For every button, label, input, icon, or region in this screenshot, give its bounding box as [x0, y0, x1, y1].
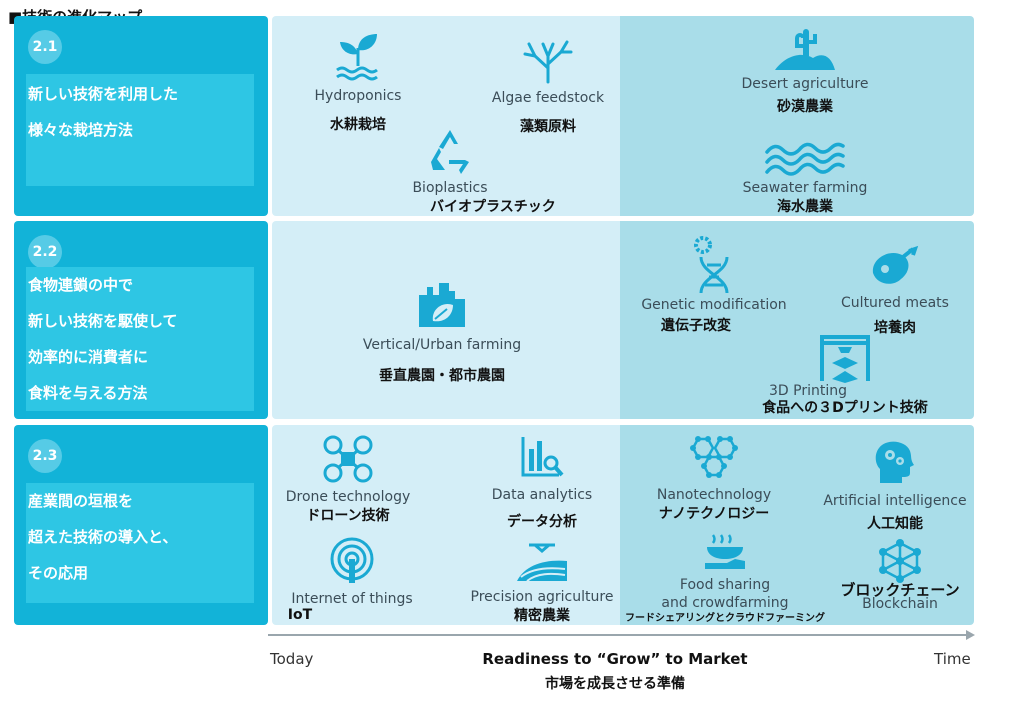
- item-genetic-modification: Genetic modification 遺伝子改変: [626, 233, 802, 335]
- row-label-box: 2.2 食物連鎖の中で 新しい技術を駆使して 効率的に消費者に 食料を与える方法: [14, 221, 268, 419]
- row-label-text: 食物連鎖の中で 新しい技術を駆使して 効率的に消費者に 食料を与える方法: [26, 267, 254, 411]
- item-nanotechnology: Nanotechnology ナノテクノロジー: [634, 435, 794, 523]
- item-precision-agriculture: Precision agriculture 精密農業: [460, 541, 624, 625]
- ham-icon: [872, 245, 919, 284]
- item-food-sharing: Food sharing and crowdfarming フードシェアリングと…: [620, 531, 830, 624]
- item-internet-of-things: Internet of things IoT: [282, 537, 422, 623]
- cactus-icon: [775, 29, 835, 70]
- zone-long-term: Genetic modification 遺伝子改変 Cultured meat…: [620, 221, 974, 419]
- zone-near-term: Hydroponics 水耕栽培 Algae feedstock 藻類原料: [272, 16, 620, 216]
- axis-subtitle: 市場を成長させる準備: [545, 676, 685, 692]
- item-artificial-intelligence: Artificial intelligence 人工知能: [816, 439, 974, 533]
- hexagon-network-icon: [690, 436, 738, 478]
- drone-icon: [323, 435, 373, 483]
- waves-icon: [765, 142, 845, 176]
- row-2-2: 2.2 食物連鎖の中で 新しい技術を駆使して 効率的に消費者に 食料を与える方法…: [14, 221, 974, 419]
- row-number-badge: 2.2: [28, 235, 62, 269]
- item-bioplastics: Bioplastics バイオプラスチック: [370, 126, 556, 216]
- item-hydroponics: Hydroponics 水耕栽培: [288, 28, 428, 134]
- zone-long-term: Nanotechnology ナノテクノロジー Artificial intel…: [620, 425, 974, 625]
- axis-start-label: Today: [270, 650, 314, 668]
- item-cultured-meats: Cultured meats 培養肉: [820, 245, 970, 337]
- chart-magnifier-icon: [521, 437, 564, 477]
- zone-near-term: Drone technology ドローン技術 Data analytics デ…: [272, 425, 620, 625]
- item-vertical-urban-farming: Vertical/Urban farming 垂直農園・都市農園: [332, 279, 552, 385]
- item-data-analytics: Data analytics データ分析: [472, 435, 612, 531]
- item-algae-feedstock: Algae feedstock 藻類原料: [468, 38, 628, 136]
- item-blockchain: ブロックチェーン Blockchain: [826, 539, 974, 612]
- row-2-1: 2.1 新しい技術を利用した 様々な栽培方法 Hydroponics 水耕栽培: [14, 16, 974, 216]
- row-number-badge: 2.3: [28, 439, 62, 473]
- dna-gear-icon: [694, 236, 729, 294]
- row-label-text: 新しい技術を利用した 様々な栽培方法: [26, 74, 254, 186]
- item-3d-printing: 3D Printing 食品への３Dプリント技術: [730, 333, 960, 417]
- time-axis-line: [268, 634, 968, 636]
- time-axis-arrowhead: [966, 630, 975, 640]
- row-label-text: 産業間の垣根を 超えた技術の導入と、 その応用: [26, 483, 254, 603]
- row-2-3: 2.3 産業間の垣根を 超えた技術の導入と、 その応用 Drone techno…: [14, 425, 974, 625]
- row-label-box: 2.1 新しい技術を利用した 様々な栽培方法: [14, 16, 268, 216]
- blockchain-icon: [879, 539, 921, 583]
- plant-water-icon: [336, 34, 378, 81]
- recycle-icon: [431, 130, 469, 174]
- item-drone-technology: Drone technology ドローン技術: [278, 435, 418, 525]
- head-gears-icon: [875, 441, 914, 483]
- broadcast-icon: [330, 537, 374, 583]
- axis-title: Readiness to “Grow” to Market: [482, 650, 748, 668]
- item-seawater-farming: Seawater farming 海水農業: [720, 138, 890, 216]
- row-label-box: 2.3 産業間の垣根を 超えた技術の導入と、 その応用: [14, 425, 268, 625]
- item-desert-agriculture: Desert agriculture 砂漠農業: [710, 24, 900, 116]
- city-leaf-icon: [419, 283, 465, 327]
- zone-long-term: Desert agriculture 砂漠農業 Seawater farming…: [620, 16, 974, 216]
- zone-near-term: Vertical/Urban farming 垂直農園・都市農園: [272, 221, 620, 419]
- axis-end-label: Time: [934, 650, 971, 668]
- coral-icon: [523, 40, 573, 84]
- printer-3d-icon: [820, 335, 870, 383]
- hand-food-icon: [705, 534, 745, 569]
- field-drone-icon: [517, 543, 567, 582]
- row-number-badge: 2.1: [28, 30, 62, 64]
